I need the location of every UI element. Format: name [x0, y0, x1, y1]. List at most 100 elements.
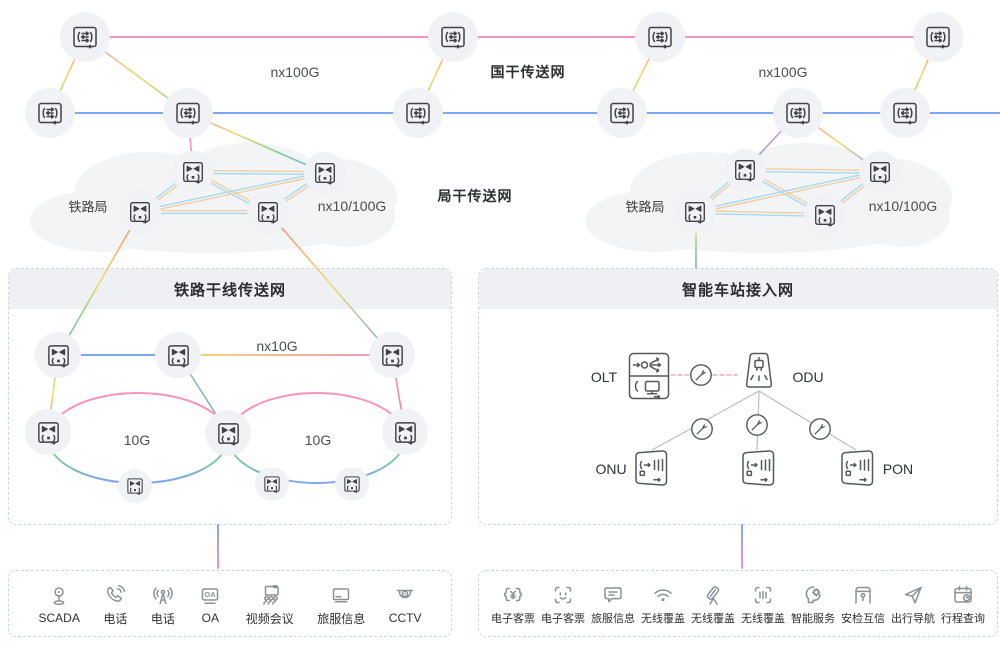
otn-switch-icon [215, 420, 242, 447]
optical-splitter-icon [745, 413, 769, 437]
optical-splitter-icon [808, 417, 832, 441]
otn-switch-icon [812, 202, 838, 228]
service-item: 电子客票 [491, 581, 535, 626]
otn-switch-icon [255, 199, 281, 225]
service-label: 出行导航 [891, 613, 935, 625]
telephone-icon [103, 581, 127, 607]
service-item: 电话 [151, 581, 175, 627]
service-label: 无线覆盖 [641, 613, 685, 625]
regional-otn-node [172, 151, 214, 193]
optical-splitter-icon [690, 417, 714, 441]
regional-backbone-title: 局干传送网 [437, 188, 513, 204]
otn-switch-icon [262, 474, 282, 494]
otn-switch-icon [165, 342, 192, 369]
otn-switch-icon [312, 160, 338, 186]
service-label: CCTV [388, 611, 422, 625]
odu-label: ODU [792, 369, 824, 385]
security-gate-icon [851, 581, 875, 607]
otn-switch-icon [379, 342, 406, 369]
national-backbone-title: 国干传送网 [490, 64, 566, 80]
railway-trunk-network-panel: 铁路干线传送网 [8, 268, 452, 525]
otn-switch-icon [127, 199, 153, 225]
trunk-otn-node [369, 332, 415, 378]
regional-otn-node [724, 149, 766, 191]
onu-device-icon [833, 448, 879, 488]
router-icon [403, 98, 433, 128]
e-ticket-icon [501, 581, 525, 607]
router-icon [35, 98, 65, 128]
regional-otn-node [804, 194, 846, 236]
passenger-info-icon [329, 581, 353, 607]
capacity-label-cloud-right: nx10/100G [868, 198, 938, 214]
service-label: 无线覆盖 [741, 613, 785, 625]
service-label: 智能服务 [791, 613, 835, 625]
scada-icon [47, 582, 71, 608]
service-item: 旅服信息 [591, 581, 635, 626]
wifi-icon [651, 581, 675, 607]
backbone-router-node [880, 88, 930, 138]
otn-switch-icon [180, 159, 206, 185]
service-item: 视频会议 [246, 581, 294, 627]
service-item: 旅服信息 [317, 581, 365, 627]
service-label: OA [201, 611, 219, 625]
backbone-router-node [60, 12, 110, 62]
svg-text:OA: OA [205, 590, 217, 599]
service-item: 电子客票 [541, 581, 585, 626]
backbone-router-node [428, 12, 478, 62]
otn-switch-icon [342, 474, 362, 494]
service-item: 安检互信 [841, 581, 885, 626]
pon-label: PON [882, 461, 914, 477]
backbone-router-node [25, 88, 75, 138]
service-item: OA OA [198, 582, 222, 625]
router-icon [607, 98, 637, 128]
trunk-otn-node [25, 409, 71, 455]
service-label: SCADA [38, 611, 80, 625]
railway-bureau-label-right: 铁路局 [625, 199, 665, 215]
regional-otn-node [119, 191, 161, 233]
regional-otn-node [674, 191, 716, 233]
trunk-otn-node [155, 332, 201, 378]
oa-icon: OA [198, 582, 222, 608]
capacity-label-cloud-left: nx10/100G [317, 198, 387, 214]
service-item: 行程查询 [941, 581, 985, 626]
trunk-otn-node [35, 332, 81, 378]
trunk-otn-node [205, 410, 251, 456]
service-label: 行程查询 [941, 613, 985, 625]
router-icon [173, 98, 203, 128]
service-item: 无线覆盖 [691, 581, 735, 626]
railway-bureau-label-left: 铁路局 [68, 199, 108, 215]
antenna-panel-icon [701, 581, 725, 607]
trunk-ring-otn-node [255, 467, 289, 501]
optical-splitter-icon [689, 363, 713, 387]
router-icon [645, 22, 675, 52]
face-scan-icon [551, 581, 575, 607]
itinerary-icon [951, 581, 975, 607]
otn-switch-icon [732, 157, 758, 183]
otn-switch-icon [35, 419, 62, 446]
service-label: 无线覆盖 [691, 613, 735, 625]
cctv-icon [393, 582, 417, 608]
router-icon [783, 98, 813, 128]
service-item: SCADA [38, 582, 80, 625]
service-item: 智能服务 [791, 581, 835, 626]
olt-device-icon [627, 351, 671, 401]
ring-capacity-right: 10G [304, 432, 332, 448]
service-item: CCTV [388, 582, 422, 625]
odu-device-icon [739, 349, 779, 395]
backbone-router-node [163, 88, 213, 138]
otn-switch-icon [45, 342, 72, 369]
service-label: 电话 [150, 611, 175, 626]
onu-device-icon [734, 448, 780, 488]
otn-switch-icon [682, 199, 708, 225]
trunk-ring-otn-node [118, 469, 152, 503]
ring-capacity-left: 10G [123, 432, 151, 448]
trunk-otn-node [382, 409, 428, 455]
backbone-router-node [913, 12, 963, 62]
smart-station-access-title: 智能车站接入网 [479, 269, 997, 309]
radio-tower-icon [151, 581, 175, 607]
station-services-strip: 电子客票电子客票旅服信息无线覆盖无线覆盖无线覆盖智能服务安检互信出行导航行程查询 [478, 570, 998, 637]
olt-label: OLT [590, 369, 618, 385]
onu-label: ONU [595, 461, 627, 477]
